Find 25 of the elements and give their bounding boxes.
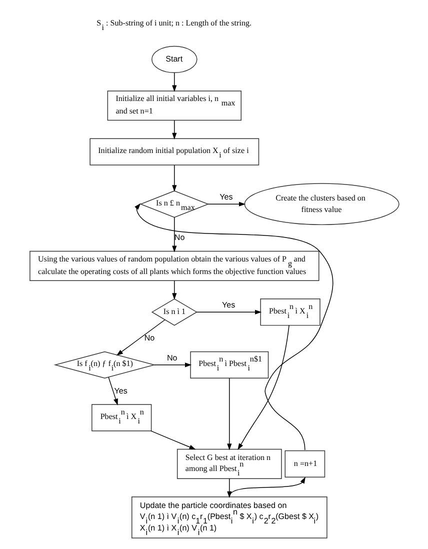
arrow bbox=[172, 72, 176, 92]
arrow bbox=[134, 203, 333, 450]
edge-label: Yes bbox=[221, 300, 235, 310]
node-box: n =n+1 bbox=[284, 450, 325, 478]
arrow bbox=[226, 378, 232, 450]
node-ellipse: Start bbox=[151, 46, 197, 73]
arrow bbox=[116, 319, 165, 356]
edge-label: No bbox=[174, 233, 184, 242]
arrow bbox=[207, 202, 246, 206]
edge-label: Yes bbox=[219, 192, 232, 202]
arrow bbox=[154, 362, 192, 368]
arrow bbox=[196, 310, 262, 314]
node-diamond: Is n ì 1 bbox=[150, 298, 197, 326]
arrow bbox=[237, 325, 289, 450]
arrow bbox=[172, 164, 176, 192]
node-ellipse: Create the clusters based on fitness value bbox=[244, 183, 399, 226]
edge-label: Yes bbox=[114, 386, 127, 396]
arrow bbox=[172, 120, 176, 140]
arrow bbox=[108, 376, 118, 406]
edge-label: No bbox=[144, 334, 154, 343]
edge-label: No bbox=[166, 353, 177, 362]
arrow bbox=[150, 430, 196, 450]
arrow bbox=[172, 216, 176, 252]
arrow bbox=[172, 280, 176, 300]
arrow bbox=[228, 476, 305, 498]
